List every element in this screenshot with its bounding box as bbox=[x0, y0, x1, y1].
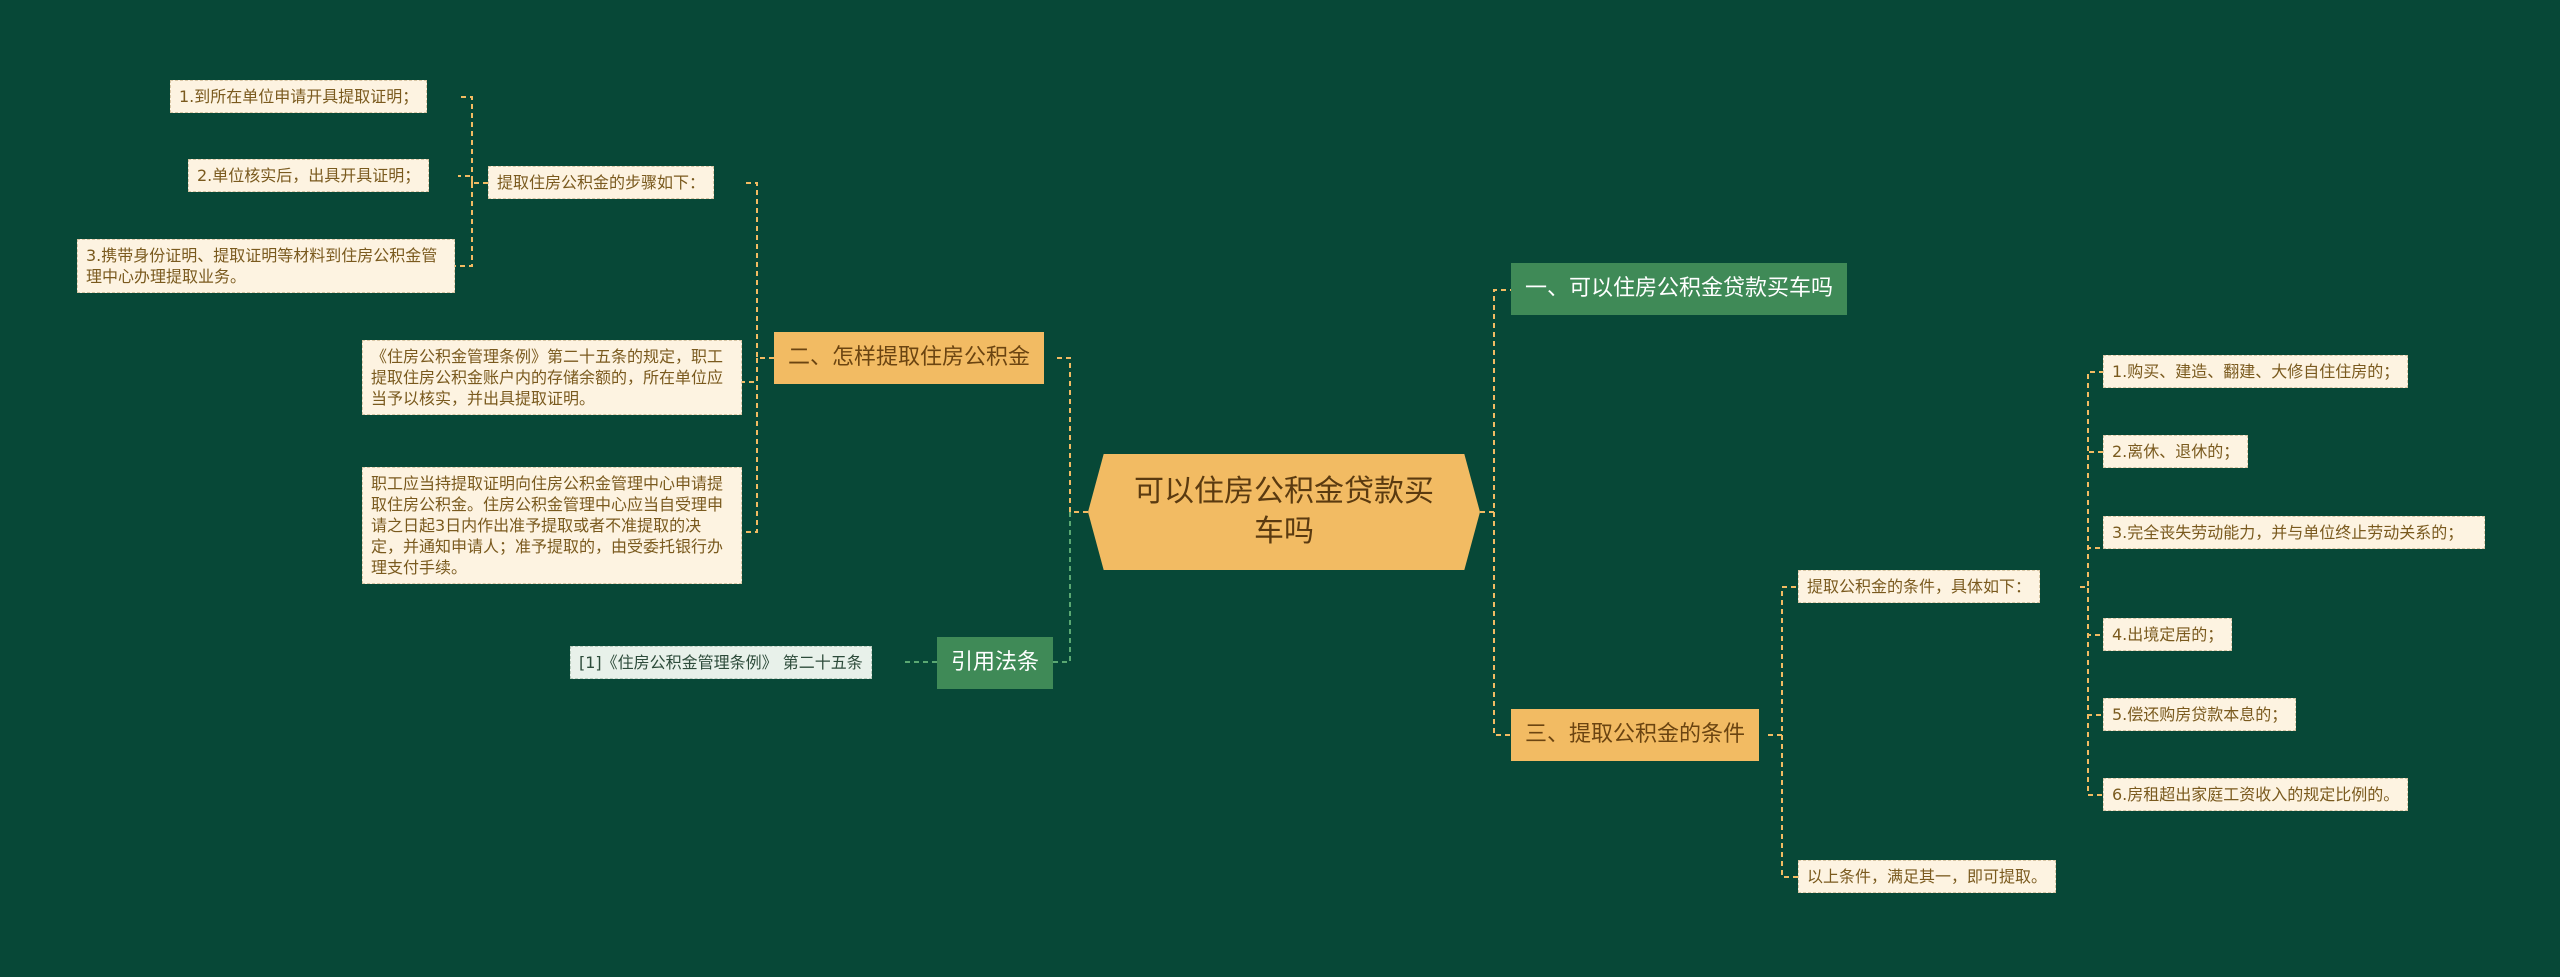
step-item[interactable]: 2.单位核实后，出具开具证明； bbox=[188, 159, 430, 192]
branch-3[interactable]: 三、提取公积金的条件 bbox=[1511, 709, 1760, 761]
connector-step-3 bbox=[455, 183, 473, 267]
root-title: 可以住房公积金贷款买车吗 bbox=[1134, 474, 1434, 549]
reference-branch[interactable]: 引用法条 bbox=[937, 637, 1054, 689]
conditions-label-text: 提取公积金的条件，具体如下： bbox=[1807, 577, 2032, 596]
condition-item-text: 4.出境定居的； bbox=[2112, 625, 2224, 644]
condition-item-text: 1.购买、建造、翻建、大修自住住房的； bbox=[2112, 362, 2400, 381]
step-item-text: 1.到所在单位申请开具提取证明； bbox=[179, 87, 419, 106]
branch-2[interactable]: 二、怎样提取住房公积金 bbox=[774, 332, 1045, 384]
connector-condition-2 bbox=[2080, 451, 2103, 588]
connector-branch-2-steps bbox=[744, 182, 774, 359]
connector-condition-1 bbox=[2080, 371, 2103, 588]
connector-branch-3-conditions bbox=[1768, 586, 1798, 736]
condition-item-text: 6.房租超出家庭工资收入的规定比例的。 bbox=[2112, 785, 2400, 804]
connector-root-branch-1 bbox=[1480, 289, 1511, 513]
condition-item-text: 2.离休、退休的； bbox=[2112, 442, 2240, 461]
step-item-text: 3.携带身份证明、提取证明等材料到住房公积金管理中心办理提取业务。 bbox=[86, 246, 438, 286]
connector-step-1 bbox=[458, 96, 488, 184]
connector-branch-3-summary bbox=[1781, 735, 1798, 878]
condition-item[interactable]: 2.离休、退休的； bbox=[2103, 435, 2249, 468]
condition-item[interactable]: 5.偿还购房贷款本息的； bbox=[2103, 698, 2297, 731]
connector-root-branch-2 bbox=[1053, 357, 1088, 513]
condition-item[interactable]: 4.出境定居的； bbox=[2103, 618, 2233, 651]
connector-root-branch-3 bbox=[1493, 512, 1511, 736]
regulation-note-text: 《住房公积金管理条例》第二十五条的规定，职工提取住房公积金账户内的存储余额的，所… bbox=[371, 347, 724, 408]
connector-condition-5 bbox=[2080, 586, 2103, 716]
reference-item-text: [1]《住房公积金管理条例》 第二十五条 bbox=[579, 653, 863, 672]
step-item[interactable]: 3.携带身份证明、提取证明等材料到住房公积金管理中心办理提取业务。 bbox=[77, 239, 455, 293]
connector-branch-2-procedure bbox=[742, 358, 758, 533]
condition-item-text: 3.完全丧失劳动能力，并与单位终止劳动关系的； bbox=[2112, 523, 2464, 542]
connector-condition-6 bbox=[2080, 586, 2103, 796]
steps-label-text: 提取住房公积金的步骤如下： bbox=[497, 173, 706, 192]
reference-item[interactable]: [1]《住房公积金管理条例》 第二十五条 bbox=[570, 646, 872, 679]
connector-condition-3 bbox=[2080, 547, 2103, 588]
conditions-summary[interactable]: 以上条件，满足其一，即可提取。 bbox=[1798, 860, 2057, 893]
regulation-note[interactable]: 《住房公积金管理条例》第二十五条的规定，职工提取住房公积金账户内的存储余额的，所… bbox=[362, 340, 742, 415]
condition-item-text: 5.偿还购房贷款本息的； bbox=[2112, 705, 2288, 724]
reference-branch-label: 引用法条 bbox=[951, 650, 1040, 675]
procedure-note-text: 职工应当持提取证明向住房公积金管理中心申请提取住房公积金。住房公积金管理中心应当… bbox=[371, 474, 724, 577]
condition-item[interactable]: 3.完全丧失劳动能力，并与单位终止劳动关系的； bbox=[2103, 516, 2485, 549]
branch-2-label: 二、怎样提取住房公积金 bbox=[788, 345, 1031, 370]
condition-item[interactable]: 6.房租超出家庭工资收入的规定比例的。 bbox=[2103, 778, 2409, 811]
step-item[interactable]: 1.到所在单位申请开具提取证明； bbox=[170, 80, 428, 113]
branch-1-label: 一、可以住房公积金贷款买车吗 bbox=[1525, 276, 1834, 301]
branch-1[interactable]: 一、可以住房公积金贷款买车吗 bbox=[1511, 263, 1848, 315]
steps-label[interactable]: 提取住房公积金的步骤如下： bbox=[488, 166, 715, 199]
condition-item[interactable]: 1.购买、建造、翻建、大修自住住房的； bbox=[2103, 355, 2409, 388]
root-topic[interactable]: 可以住房公积金贷款买车吗 bbox=[1088, 454, 1480, 570]
conditions-label[interactable]: 提取公积金的条件，具体如下： bbox=[1798, 570, 2041, 603]
conditions-summary-text: 以上条件，满足其一，即可提取。 bbox=[1807, 867, 2048, 886]
connector-root-reference bbox=[1053, 512, 1071, 663]
connector-branch-2-regulation bbox=[742, 358, 758, 383]
connector-condition-4 bbox=[2080, 586, 2103, 636]
branch-3-label: 三、提取公积金的条件 bbox=[1525, 722, 1746, 747]
procedure-note[interactable]: 职工应当持提取证明向住房公积金管理中心申请提取住房公积金。住房公积金管理中心应当… bbox=[362, 467, 742, 584]
connector-step-2 bbox=[458, 175, 473, 183]
step-item-text: 2.单位核实后，出具开具证明； bbox=[197, 166, 421, 185]
